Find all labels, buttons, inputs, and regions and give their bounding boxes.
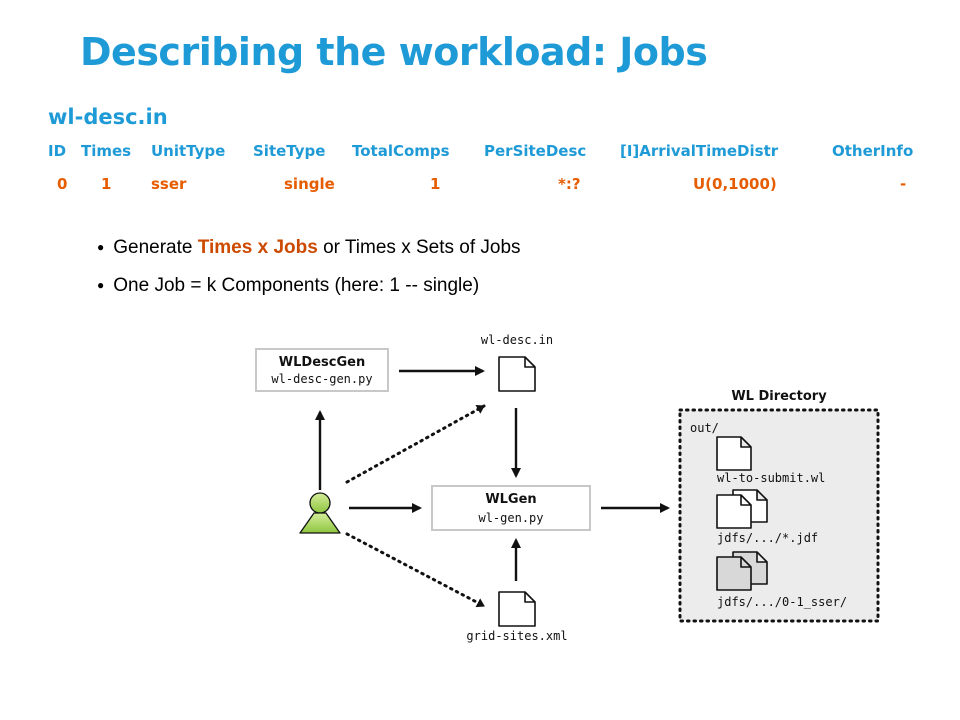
column-header-unittype: UnitType <box>151 142 226 160</box>
value-otherinfo: - <box>900 175 907 193</box>
wl-directory-title: WL Directory <box>731 389 827 404</box>
document-icon <box>498 356 536 392</box>
value-times: 1 <box>101 175 112 193</box>
column-header-otherinfo: OtherInfo <box>832 142 914 160</box>
submit-file-label: wl-to-submit.wl <box>717 471 825 485</box>
user-icon <box>299 492 341 534</box>
value-totalcomps: 1 <box>430 175 441 193</box>
file-name-heading: wl-desc.in <box>48 105 168 129</box>
documents-icon <box>716 489 768 529</box>
value-persitedesc: *:? <box>558 175 581 193</box>
bullet-highlight: Times x Jobs <box>197 237 318 258</box>
column-header-persitedesc: PerSiteDesc <box>484 142 587 160</box>
value-sitetype: single <box>284 175 335 193</box>
wlgen-script: wl-gen.py <box>478 511 543 525</box>
bullet-item: ● One Job = k Components (here: 1 -- sing… <box>97 275 479 297</box>
slide-title: Describing the workload: Jobs <box>80 30 708 74</box>
column-header-id: ID <box>48 142 67 160</box>
bullet-item: ● Generate Times x Jobs or Times x Sets o… <box>97 237 521 259</box>
value-unittype: sser <box>151 175 187 193</box>
jdfs-file-label: jdfs/.../*.jdf <box>717 531 818 545</box>
bullet-text: One Job = k Components (here: 1 -- singl… <box>113 275 480 296</box>
value-id: 0 <box>57 175 68 193</box>
bullet-dot: ● <box>97 278 105 292</box>
wl-directory-box <box>678 408 880 623</box>
wlgen-box <box>431 485 591 531</box>
wldescgen-title: WLDescGen <box>279 355 365 370</box>
out-dir-label: out/ <box>690 421 719 435</box>
document-icon <box>498 591 536 627</box>
folder-icon <box>716 551 768 591</box>
bullet-dot: ● <box>97 240 105 254</box>
bullet-text: or Times x Sets of Jobs <box>317 237 521 258</box>
sser-dir-label: jdfs/.../0-1_sser/ <box>717 595 847 609</box>
wlgen-title: WLGen <box>485 492 536 507</box>
value-arrivaltimedistr: U(0,1000) <box>693 175 777 193</box>
column-header-times: Times <box>81 142 132 160</box>
column-header-totalcomps: TotalComps <box>352 142 450 160</box>
wl-desc-file-label: wl-desc.in <box>481 333 553 347</box>
wldescgen-script: wl-desc-gen.py <box>271 372 372 386</box>
column-header-sitetype: SiteType <box>253 142 326 160</box>
wldescgen-box <box>255 348 389 392</box>
grid-sites-file-label: grid-sites.xml <box>466 629 567 643</box>
bullet-text: Generate <box>113 237 198 258</box>
dotted-arrow-user-to-gridsites <box>345 532 486 608</box>
document-icon <box>716 436 752 471</box>
column-header-arrivaltimedistr: [I]ArrivalTimeDistr <box>620 142 779 160</box>
dotted-arrow-user-to-wldesc <box>345 404 486 484</box>
